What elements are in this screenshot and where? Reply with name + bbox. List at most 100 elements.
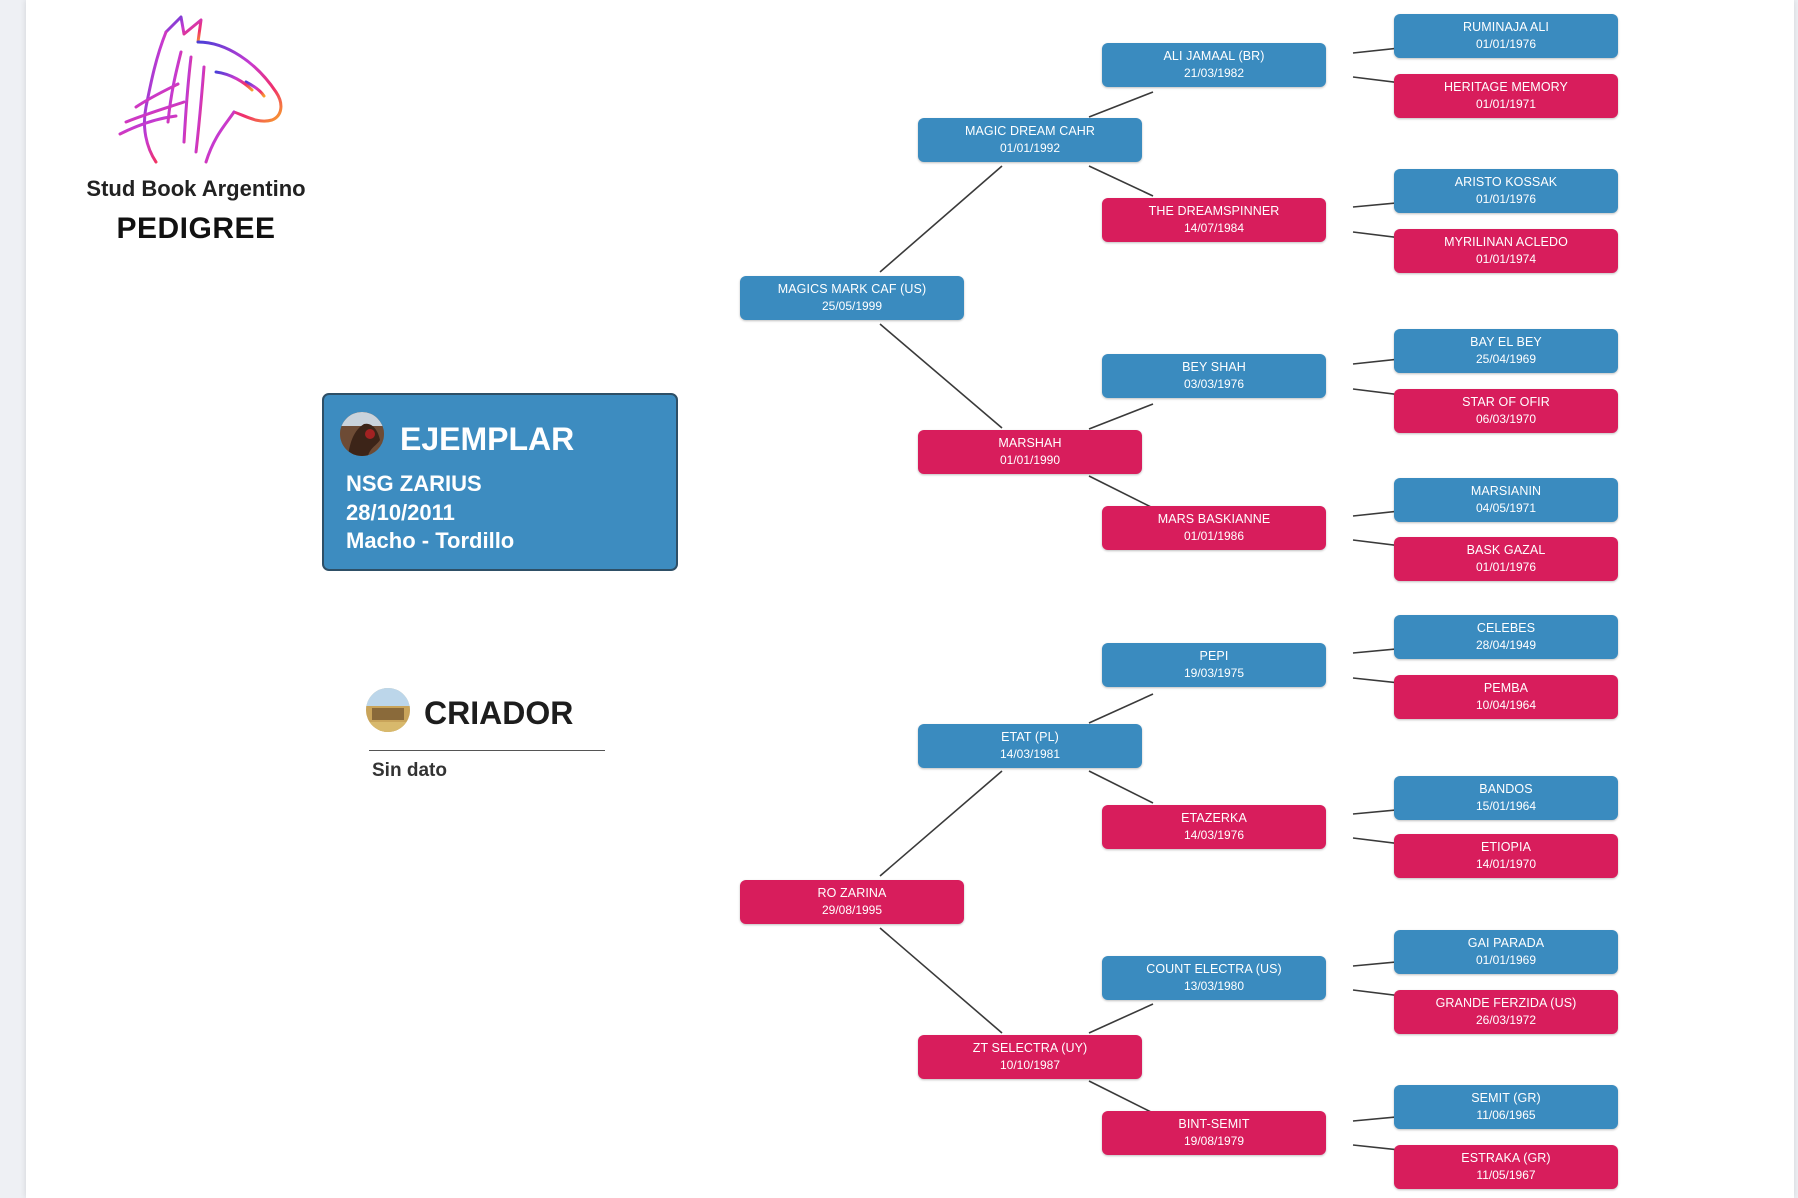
node-name: PEMBA bbox=[1483, 681, 1529, 695]
node-name: ARISTO KOSSAK bbox=[1454, 175, 1558, 189]
pedigree-node-g4[interactable]: ESTRAKA (GR) 11/05/1967 bbox=[1394, 1145, 1618, 1189]
page-title: PEDIGREE bbox=[116, 212, 276, 245]
pedigree-node-dam-sire[interactable]: ETAT (PL) 14/03/1981 bbox=[918, 724, 1142, 768]
pedigree-node-g3[interactable]: THE DREAMSPINNER 14/07/1984 bbox=[1102, 198, 1326, 242]
node-name: BEY SHAH bbox=[1182, 360, 1246, 374]
node-date: 25/04/1969 bbox=[1475, 352, 1537, 366]
pedigree-node-g4[interactable]: BAY EL BEY 25/04/1969 bbox=[1394, 329, 1618, 373]
node-date: 04/05/1971 bbox=[1475, 501, 1537, 515]
pedigree-node-g3[interactable]: ALI JAMAAL (BR) 21/03/1982 bbox=[1102, 43, 1326, 87]
ejemplar-card: EJEMPLAR NSG ZARIUS 28/10/2011 Macho - T… bbox=[322, 393, 678, 571]
farm-photo-avatar bbox=[366, 688, 410, 732]
pedigree-node-g4[interactable]: GRANDE FERZIDA (US) 26/03/1972 bbox=[1394, 990, 1618, 1034]
node-date: 01/01/1986 bbox=[1183, 529, 1245, 543]
node-name: COUNT ELECTRA (US) bbox=[1146, 962, 1282, 976]
node-name: MAGIC DREAM CAHR bbox=[964, 124, 1096, 138]
node-date: 14/07/1984 bbox=[1183, 221, 1245, 235]
pedigree-node-g3[interactable]: MARS BASKIANNE 01/01/1986 bbox=[1102, 506, 1326, 550]
criador-divider bbox=[369, 750, 605, 751]
pedigree-node-g4[interactable]: RUMINAJA ALI 01/01/1976 bbox=[1394, 14, 1618, 58]
pedigree-node-g4[interactable]: HERITAGE MEMORY 01/01/1971 bbox=[1394, 74, 1618, 118]
node-name: BANDOS bbox=[1479, 782, 1533, 796]
pedigree-node-g4[interactable]: BASK GAZAL 01/01/1976 bbox=[1394, 537, 1618, 581]
node-date: 01/01/1976 bbox=[1475, 192, 1537, 206]
pedigree-node-g4[interactable]: SEMIT (GR) 11/06/1965 bbox=[1394, 1085, 1618, 1129]
pedigree-node-g3[interactable]: PEPI 19/03/1975 bbox=[1102, 643, 1326, 687]
node-date: 26/03/1972 bbox=[1475, 1013, 1537, 1027]
node-date: 11/06/1965 bbox=[1476, 1108, 1536, 1122]
pedigree-node-g4[interactable]: ETIOPIA 14/01/1970 bbox=[1394, 834, 1618, 878]
pedigree-node-g4[interactable]: BANDOS 15/01/1964 bbox=[1394, 776, 1618, 820]
node-date: 03/03/1976 bbox=[1183, 377, 1245, 391]
criador-value: Sin dato bbox=[372, 760, 447, 781]
pedigree-node-sire-sire[interactable]: MAGIC DREAM CAHR 01/01/1992 bbox=[918, 118, 1142, 162]
node-date: 19/03/1975 bbox=[1183, 666, 1245, 680]
node-name: ALI JAMAAL (BR) bbox=[1163, 49, 1265, 63]
node-name: RUMINAJA ALI bbox=[1463, 20, 1549, 34]
node-date: 15/01/1964 bbox=[1475, 799, 1537, 813]
node-name: CELEBES bbox=[1476, 621, 1536, 635]
pedigree-node-g4[interactable]: ARISTO KOSSAK 01/01/1976 bbox=[1394, 169, 1618, 213]
node-name: ETAT (PL) bbox=[1001, 730, 1059, 744]
pedigree-node-g4[interactable]: MARSIANIN 04/05/1971 bbox=[1394, 478, 1618, 522]
criador-heading: CRIADOR bbox=[424, 695, 574, 731]
node-name: HERITAGE MEMORY bbox=[1444, 80, 1568, 94]
node-name: SEMIT (GR) bbox=[1471, 1091, 1541, 1105]
pedigree-node-dam[interactable]: RO ZARINA 29/08/1995 bbox=[740, 880, 964, 924]
node-date: 14/03/1976 bbox=[1183, 828, 1245, 842]
node-name: THE DREAMSPINNER bbox=[1148, 204, 1280, 218]
node-name: RO ZARINA bbox=[817, 886, 887, 900]
node-name: BASK GAZAL bbox=[1466, 543, 1546, 557]
horse-sex-color: Macho - Tordillo bbox=[346, 528, 515, 553]
organization-name: Stud Book Argentino bbox=[86, 176, 306, 201]
node-date: 01/01/1992 bbox=[999, 141, 1061, 155]
node-name: STAR OF OFIR bbox=[1462, 395, 1550, 409]
node-date: 01/01/1974 bbox=[1475, 252, 1537, 266]
node-date: 10/10/1987 bbox=[999, 1058, 1061, 1072]
node-name: MARS BASKIANNE bbox=[1157, 512, 1271, 526]
pedigree-node-g4[interactable]: MYRILINAN ACLEDO 01/01/1974 bbox=[1394, 229, 1618, 273]
pedigree-node-g4[interactable]: GAI PARADA 01/01/1969 bbox=[1394, 930, 1618, 974]
node-date: 01/01/1990 bbox=[999, 453, 1061, 467]
node-date: 01/01/1976 bbox=[1475, 37, 1537, 51]
horse-birth-date: 28/10/2011 bbox=[346, 500, 455, 525]
pedigree-node-sire[interactable]: MAGICS MARK CAF (US) 25/05/1999 bbox=[740, 276, 964, 320]
pedigree-node-g3[interactable]: COUNT ELECTRA (US) 13/03/1980 bbox=[1102, 956, 1326, 1000]
node-name: ETIOPIA bbox=[1480, 840, 1532, 854]
horse-logo-icon bbox=[118, 15, 283, 164]
node-date: 01/01/1969 bbox=[1475, 953, 1537, 967]
node-date: 11/05/1967 bbox=[1476, 1168, 1536, 1182]
pedigree-node-sire-dam[interactable]: MARSHAH 01/01/1990 bbox=[918, 430, 1142, 474]
node-name: ESTRAKA (GR) bbox=[1461, 1151, 1551, 1165]
pedigree-page: Stud Book Argentino PEDIGREE EJEMPLAR NS… bbox=[26, 0, 1794, 1198]
pedigree-node-g3[interactable]: ETAZERKA 14/03/1976 bbox=[1102, 805, 1326, 849]
node-date: 29/08/1995 bbox=[821, 903, 883, 917]
ejemplar-heading: EJEMPLAR bbox=[400, 421, 575, 457]
pedigree-node-dam-dam[interactable]: ZT SELECTRA (UY) 10/10/1987 bbox=[918, 1035, 1142, 1079]
node-name: MYRILINAN ACLEDO bbox=[1444, 235, 1568, 249]
pedigree-node-g3[interactable]: BINT-SEMIT 19/08/1979 bbox=[1102, 1111, 1326, 1155]
node-date: 19/08/1979 bbox=[1183, 1134, 1245, 1148]
node-date: 28/04/1949 bbox=[1475, 638, 1537, 652]
node-date: 01/01/1976 bbox=[1475, 560, 1537, 574]
node-date: 10/04/1964 bbox=[1475, 698, 1537, 712]
node-name: MAGICS MARK CAF (US) bbox=[777, 282, 927, 296]
node-date: 25/05/1999 bbox=[821, 299, 883, 313]
node-date: 14/03/1981 bbox=[999, 747, 1061, 761]
node-name: BINT-SEMIT bbox=[1178, 1117, 1250, 1131]
pedigree-node-g4[interactable]: CELEBES 28/04/1949 bbox=[1394, 615, 1618, 659]
pedigree-node-g4[interactable]: PEMBA 10/04/1964 bbox=[1394, 675, 1618, 719]
node-date: 06/03/1970 bbox=[1475, 412, 1537, 426]
node-name: BAY EL BEY bbox=[1470, 335, 1542, 349]
node-name: GRANDE FERZIDA (US) bbox=[1435, 996, 1577, 1010]
pedigree-connectors bbox=[879, 45, 1419, 1153]
node-name: MARSHAH bbox=[998, 436, 1062, 450]
node-date: 01/01/1971 bbox=[1475, 97, 1537, 111]
node-date: 14/01/1970 bbox=[1475, 857, 1537, 871]
pedigree-node-g4[interactable]: STAR OF OFIR 06/03/1970 bbox=[1394, 389, 1618, 433]
node-date: 13/03/1980 bbox=[1183, 979, 1245, 993]
horse-name: NSG ZARIUS bbox=[346, 471, 482, 496]
node-name: PEPI bbox=[1199, 649, 1229, 663]
node-name: MARSIANIN bbox=[1470, 484, 1542, 498]
pedigree-node-g3[interactable]: BEY SHAH 03/03/1976 bbox=[1102, 354, 1326, 398]
